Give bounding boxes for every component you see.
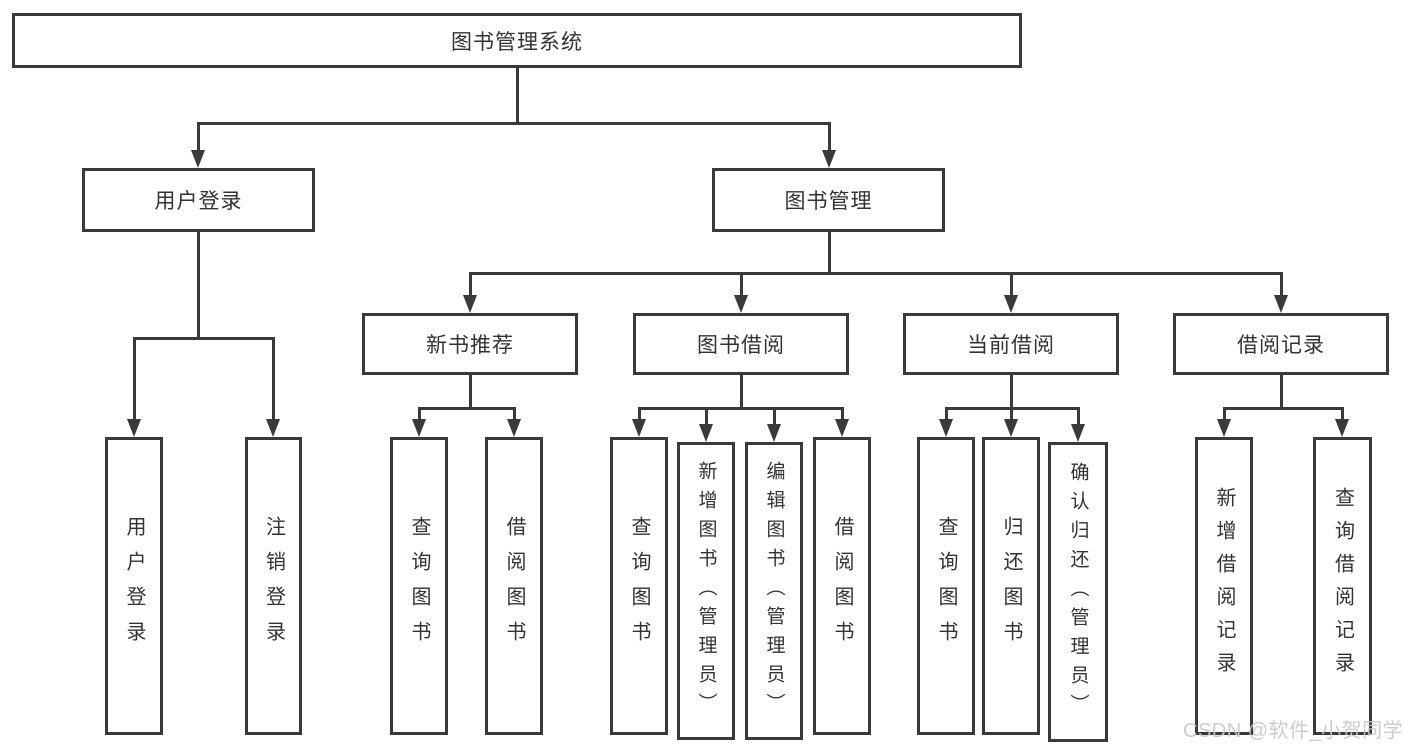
connector <box>1077 407 1080 426</box>
node-label: 借阅图书 <box>503 516 525 656</box>
leaf-add-books-admin: 新增图书（管理员） <box>677 442 735 740</box>
connector <box>197 232 200 337</box>
arrowhead <box>1217 419 1231 437</box>
node-label: 图书借阅 <box>697 334 785 357</box>
connector <box>133 337 136 421</box>
node-label: 查询借阅记录 <box>1331 487 1354 685</box>
node-label: 借阅图书 <box>831 516 853 656</box>
node-user-login: 用户登录 <box>82 168 315 232</box>
node-label: 当前借阅 <box>967 334 1055 357</box>
arrowhead <box>835 419 849 437</box>
arrowhead <box>767 424 781 442</box>
arrowhead <box>191 150 205 168</box>
leaf-borrow-books: 借阅图书 <box>485 437 543 735</box>
node-label: 新增借阅记录 <box>1213 487 1235 685</box>
connector <box>469 272 1283 275</box>
connector <box>705 407 708 426</box>
arrowhead <box>1004 419 1018 437</box>
node-label: 注销登录 <box>262 516 285 656</box>
node-book-management: 图书管理 <box>712 168 945 232</box>
node-label: 查询图书 <box>935 516 957 656</box>
connector <box>1280 375 1283 407</box>
node-label: 借阅记录 <box>1237 334 1325 357</box>
node-label: 新书推荐 <box>426 334 514 357</box>
connector <box>1223 407 1344 410</box>
arrowhead <box>734 295 748 313</box>
node-current-borrow: 当前借阅 <box>903 313 1119 375</box>
arrowhead <box>1004 295 1018 313</box>
connector <box>133 337 275 340</box>
arrowhead <box>266 419 280 437</box>
node-borrow-records: 借阅记录 <box>1173 313 1389 375</box>
connector <box>513 407 516 421</box>
connector <box>1341 407 1344 421</box>
arrowhead <box>822 150 836 168</box>
csdn-watermark: CSDN @软件_小贺同学 <box>1183 720 1404 742</box>
node-label: 确认归还（管理员） <box>1067 461 1089 723</box>
arrowhead <box>507 419 521 437</box>
leaf-edit-books-admin: 编辑图书（管理员） <box>745 442 803 740</box>
connector <box>469 272 472 297</box>
connector <box>841 407 844 421</box>
node-new-book-recommend: 新书推荐 <box>362 313 578 375</box>
connector <box>1223 407 1226 421</box>
connector <box>740 375 743 407</box>
connector <box>1010 272 1013 297</box>
node-label: 图书管理 <box>784 190 873 213</box>
connector <box>197 122 200 152</box>
node-label: 编辑图书（管理员） <box>763 460 785 722</box>
node-label: 新增图书（管理员） <box>695 460 717 722</box>
node-label: 用户登录 <box>154 190 243 213</box>
connector <box>418 407 516 410</box>
leaf-borrow-books: 借阅图书 <box>813 437 871 735</box>
connector <box>272 337 275 421</box>
connector <box>1010 375 1013 407</box>
connector <box>197 122 831 125</box>
leaf-add-borrow-record: 新增借阅记录 <box>1195 437 1253 735</box>
arrowhead <box>412 419 426 437</box>
connector <box>638 407 641 421</box>
connector <box>1280 272 1283 297</box>
arrowhead <box>699 424 713 442</box>
arrowhead <box>632 419 646 437</box>
node-book-borrow: 图书借阅 <box>633 313 849 375</box>
connector <box>945 407 948 421</box>
leaf-confirm-return-admin: 确认归还（管理员） <box>1048 442 1108 742</box>
connector <box>418 407 421 421</box>
leaf-query-borrow-record: 查询借阅记录 <box>1313 437 1372 735</box>
node-root: 图书管理系统 <box>12 13 1022 68</box>
leaf-logout: 注销登录 <box>245 437 302 735</box>
leaf-user-login: 用户登录 <box>105 437 163 735</box>
connector <box>1010 407 1013 421</box>
arrowhead <box>939 419 953 437</box>
connector <box>773 407 776 426</box>
node-label: 图书管理系统 <box>451 30 583 54</box>
node-label: 用户登录 <box>123 516 145 656</box>
connector <box>516 68 519 124</box>
connector <box>740 272 743 297</box>
arrowhead <box>463 295 477 313</box>
connector <box>828 232 831 272</box>
leaf-query-books: 查询图书 <box>917 437 975 735</box>
node-label: 查询图书 <box>628 516 650 656</box>
connector <box>638 407 844 410</box>
connector <box>828 122 831 152</box>
node-label: 查询图书 <box>408 516 430 656</box>
arrowhead <box>1274 295 1288 313</box>
node-label: 归还图书 <box>1000 516 1022 656</box>
arrowhead <box>1071 424 1085 442</box>
leaf-query-books: 查询图书 <box>610 437 668 735</box>
arrowhead <box>1335 419 1349 437</box>
leaf-query-books: 查询图书 <box>390 437 448 735</box>
connector <box>469 375 472 407</box>
leaf-return-books: 归还图书 <box>982 437 1040 735</box>
arrowhead <box>127 419 141 437</box>
